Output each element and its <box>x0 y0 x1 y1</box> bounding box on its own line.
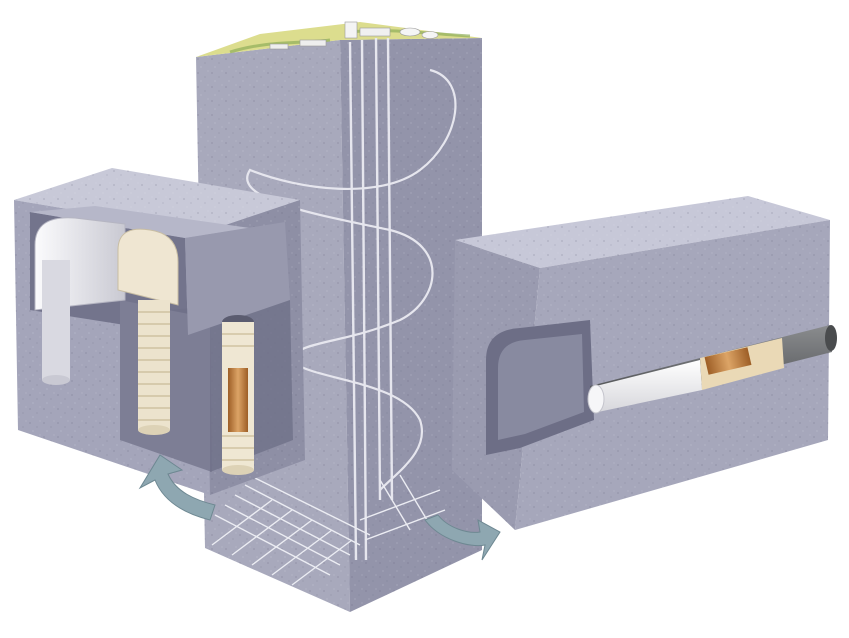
left-cutaway-block <box>14 168 305 495</box>
bentonite-buffer-column <box>138 300 170 435</box>
horizontal-deposition-drift <box>587 325 837 414</box>
deposition-hole <box>222 315 254 475</box>
access-ramp <box>246 68 457 491</box>
copper-canister-horizontal <box>704 347 752 375</box>
right-cutaway-block <box>452 196 837 530</box>
access-shafts <box>348 37 394 561</box>
surface-facility <box>269 21 439 50</box>
deposition-tunnel-grid <box>211 474 446 586</box>
copper-canister <box>228 368 248 432</box>
bentonite-tunnel <box>117 228 179 306</box>
left-vertical-shaft <box>42 260 70 380</box>
rotate-left-arrow-icon <box>138 454 216 521</box>
rotate-right-arrow-icon <box>424 514 501 561</box>
